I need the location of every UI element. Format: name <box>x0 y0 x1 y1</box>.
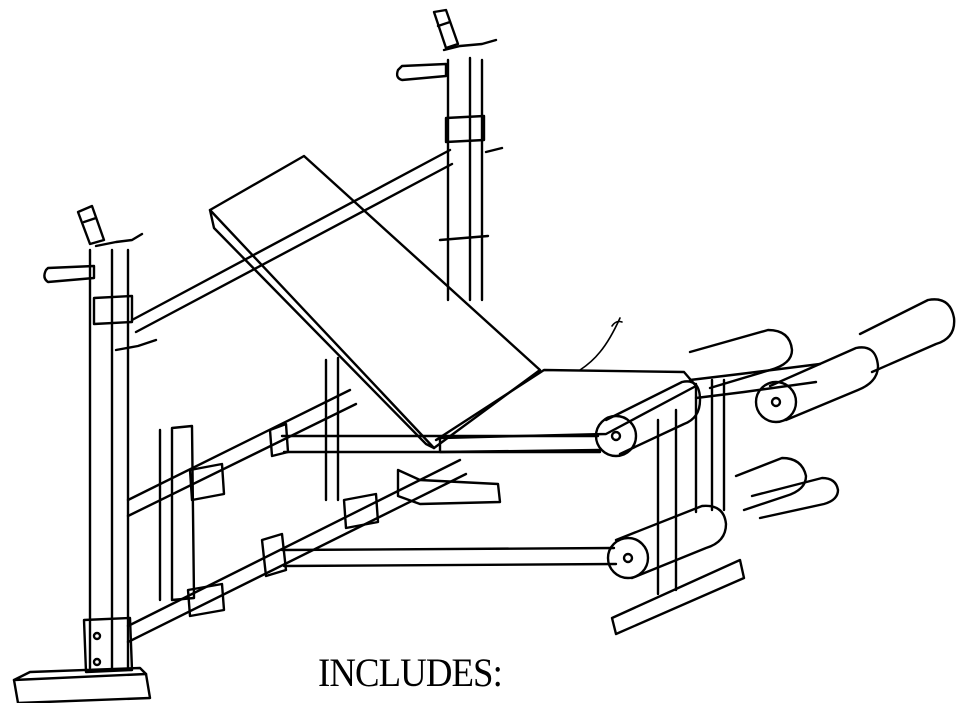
rear-upright <box>395 8 504 302</box>
back-crossbar <box>130 148 454 334</box>
lower-crossbars <box>280 434 618 568</box>
backrest-pad <box>208 154 542 450</box>
foam-rollers <box>594 298 956 580</box>
pen-mark <box>579 317 623 371</box>
leg-extension-frame <box>610 362 822 636</box>
side-rails <box>126 356 502 644</box>
front-upright <box>43 204 158 674</box>
left-foot <box>12 666 152 703</box>
includes-caption: INCLUDES: <box>318 650 503 695</box>
